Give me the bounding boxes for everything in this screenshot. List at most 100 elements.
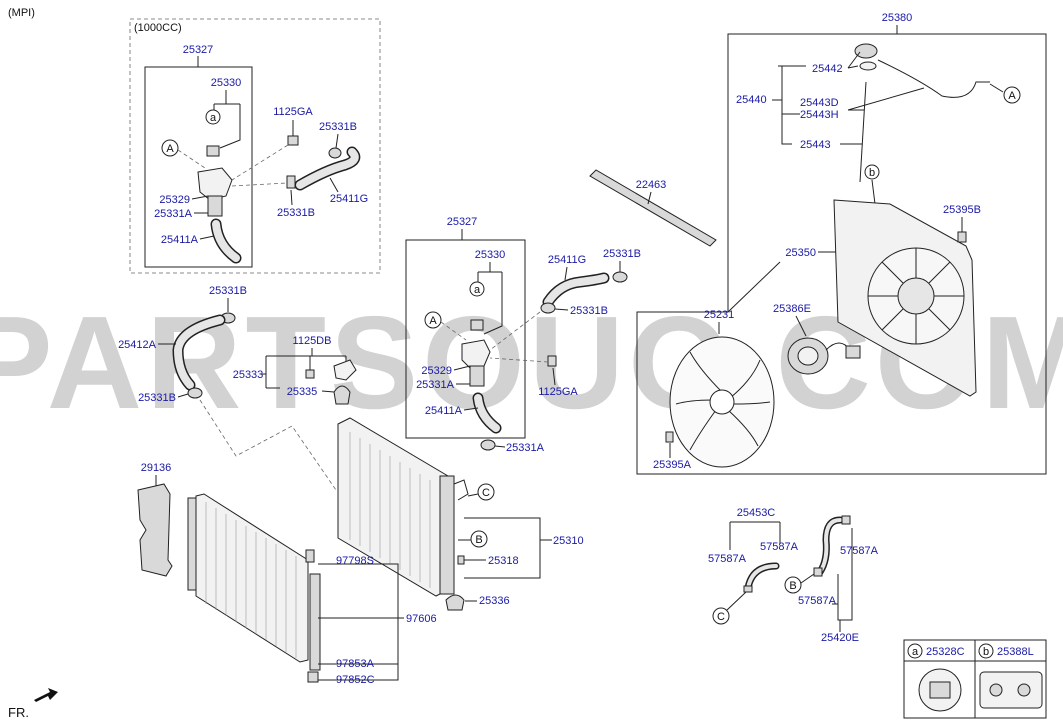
part-25331a-a[interactable]: 25331A bbox=[154, 208, 193, 220]
part-25318[interactable]: 25318 bbox=[488, 555, 519, 567]
clamp-25331b-e bbox=[612, 271, 628, 283]
radiator-core bbox=[337, 417, 449, 597]
part-25443d[interactable]: 25443D bbox=[800, 97, 839, 109]
fan-hub bbox=[709, 389, 735, 415]
bolt-1125db bbox=[305, 369, 315, 379]
part-25395a[interactable]: 25395A bbox=[653, 459, 692, 471]
part-25350[interactable]: 25350 bbox=[785, 247, 816, 259]
bolt-1125ga-a bbox=[287, 135, 299, 146]
part-25411g-b[interactable]: 25411G bbox=[548, 254, 586, 266]
gasket-part bbox=[206, 145, 220, 157]
part-25443h[interactable]: 25443H bbox=[800, 109, 839, 121]
callout-b-1[interactable] bbox=[864, 164, 880, 180]
part-57587a-3[interactable]: 57587A bbox=[798, 595, 837, 607]
part-1125ga-a[interactable]: 1125GA bbox=[273, 106, 313, 118]
part-25327-a[interactable]: 25327 bbox=[183, 44, 214, 56]
gasket-part-b bbox=[470, 319, 484, 331]
clamp-57587a-3 bbox=[813, 567, 823, 577]
callout-A-1[interactable] bbox=[161, 139, 179, 157]
part-25331b-c[interactable]: 25331B bbox=[209, 285, 247, 297]
part-25442[interactable]: 25442 bbox=[812, 63, 843, 75]
part-25386e[interactable]: 25386E bbox=[773, 303, 811, 315]
clamp-57587a-4 bbox=[841, 515, 851, 525]
part-25331b-a[interactable]: 25331B bbox=[319, 121, 357, 133]
clamp-25331b-f bbox=[540, 302, 556, 314]
part-57587a-1[interactable]: 57587A bbox=[708, 553, 747, 565]
legend-b-letter: b bbox=[983, 646, 989, 658]
part-1125db[interactable]: 1125DB bbox=[293, 335, 332, 347]
callout-a-1[interactable] bbox=[205, 109, 221, 125]
part-25327-b[interactable]: 25327 bbox=[447, 216, 478, 228]
part-25331a-b[interactable]: 25331A bbox=[416, 379, 455, 391]
part-25453c[interactable]: 25453C bbox=[737, 507, 776, 519]
bracket-25333 bbox=[333, 359, 357, 381]
label-25388l-icon bbox=[979, 671, 1043, 709]
cap-97852c bbox=[307, 671, 319, 683]
part-97852c[interactable]: 97852C bbox=[336, 674, 375, 686]
part-25411a-b[interactable]: 25411A bbox=[425, 405, 463, 417]
part-25395b[interactable]: 25395B bbox=[943, 204, 981, 216]
clamp-25331a-c bbox=[480, 439, 496, 451]
part-25331b-b[interactable]: 25331B bbox=[277, 207, 315, 219]
callout-A-2[interactable] bbox=[424, 311, 442, 329]
part-25443[interactable]: 25443 bbox=[800, 139, 831, 151]
part-57587a-2[interactable]: 57587A bbox=[760, 541, 799, 553]
part-97853a[interactable]: 97853A bbox=[336, 658, 375, 670]
part-25330-b[interactable]: 25330 bbox=[475, 249, 506, 261]
callout-B-2[interactable] bbox=[784, 576, 802, 594]
legend-b-code[interactable]: 25388L bbox=[997, 646, 1034, 658]
bolt-25395b bbox=[957, 231, 967, 243]
part-25333[interactable]: 25333 bbox=[233, 369, 264, 381]
callout-a-1-letter: a bbox=[210, 112, 217, 124]
mount-25335 bbox=[333, 385, 351, 405]
condenser-core bbox=[195, 493, 309, 663]
part-97606[interactable]: 97606 bbox=[406, 613, 437, 625]
drain-plug bbox=[457, 555, 465, 565]
plug-97798s bbox=[305, 549, 315, 563]
callout-a-2[interactable] bbox=[469, 281, 485, 297]
housing-outlet-a bbox=[207, 195, 223, 217]
callout-A-3[interactable] bbox=[1003, 86, 1021, 104]
part-1125ga-b[interactable]: 1125GA bbox=[538, 386, 578, 398]
callout-C-2[interactable] bbox=[712, 607, 730, 625]
callout-a-2-letter: a bbox=[474, 284, 481, 296]
part-57587a-4[interactable]: 57587A bbox=[840, 545, 879, 557]
callout-B-1-letter: B bbox=[475, 534, 482, 546]
callout-b-1-letter: b bbox=[869, 167, 875, 179]
part-25331b-d[interactable]: 25331B bbox=[138, 392, 176, 404]
legend-a-code[interactable]: 25328C bbox=[926, 646, 965, 658]
part-25331b-e[interactable]: 25331B bbox=[603, 248, 641, 260]
part-25231[interactable]: 25231 bbox=[704, 309, 735, 321]
part-25411g-a[interactable]: 25411G bbox=[330, 193, 368, 205]
part-29136[interactable]: 29136 bbox=[141, 462, 172, 474]
part-25331a-c[interactable]: 25331A bbox=[506, 442, 545, 454]
part-25412a[interactable]: 25412A bbox=[118, 339, 157, 351]
part-25329-b[interactable]: 25329 bbox=[421, 365, 452, 377]
callout-C-1[interactable] bbox=[477, 483, 495, 501]
guard-29136 bbox=[137, 483, 173, 577]
callout-B-2-letter: B bbox=[789, 580, 796, 592]
part-25335[interactable]: 25335 bbox=[287, 386, 318, 398]
part-25420e[interactable]: 25420E bbox=[821, 632, 859, 644]
part-25329-a[interactable]: 25329 bbox=[159, 194, 190, 206]
callout-A-3-letter: A bbox=[1008, 90, 1016, 102]
part-25331b-f[interactable]: 25331B bbox=[570, 305, 608, 317]
callout-B-1[interactable] bbox=[470, 530, 488, 548]
callout-A-2-letter: A bbox=[429, 315, 437, 327]
part-25380[interactable]: 25380 bbox=[882, 12, 913, 24]
part-22463[interactable]: 22463 bbox=[636, 179, 667, 191]
part-25411a-a[interactable]: 25411A bbox=[161, 234, 199, 246]
thermostat-housing-a bbox=[197, 167, 233, 201]
part-25440[interactable]: 25440 bbox=[736, 94, 767, 106]
part-25336[interactable]: 25336 bbox=[479, 595, 510, 607]
condenser-tank-left bbox=[187, 497, 197, 591]
clamp-57587a-1 bbox=[743, 585, 753, 593]
part-97798s[interactable]: 97798S bbox=[336, 555, 374, 567]
label-25328c-symbol bbox=[929, 681, 951, 699]
part-25330-a[interactable]: 25330 bbox=[211, 77, 242, 89]
front-direction-label: FR. bbox=[8, 705, 29, 720]
part-25310[interactable]: 25310 bbox=[553, 535, 584, 547]
clamp-25331b-b bbox=[286, 175, 296, 189]
legend-a-circle bbox=[907, 643, 923, 659]
